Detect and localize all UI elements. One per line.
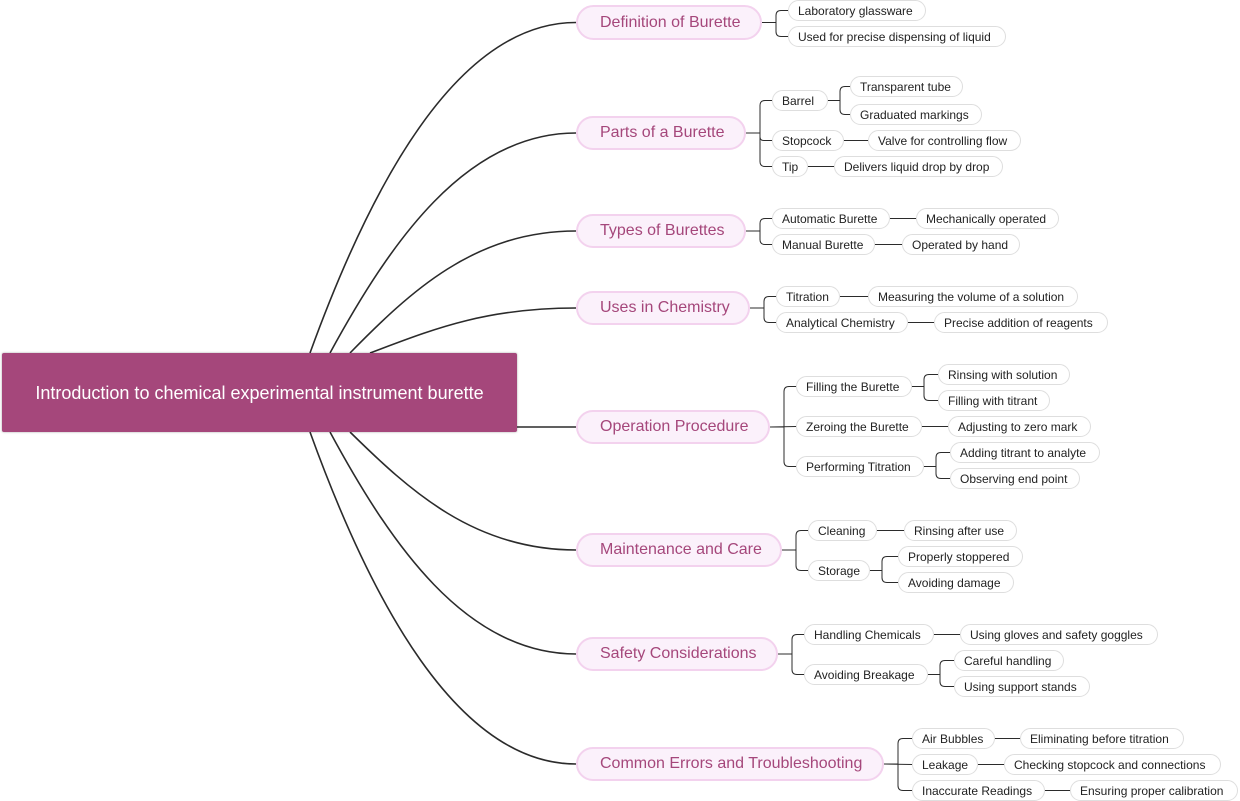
- subtopic-checking-stopcock[interactable]: Checking stopcock and connections: [1004, 754, 1221, 775]
- sub-link-1-0-1: [828, 100, 850, 115]
- sub-link-6-1-1: [928, 674, 954, 687]
- sub-link-4-2-1: [924, 466, 950, 479]
- topic-link-2-1: [746, 230, 772, 245]
- topic-link-5-0: [782, 530, 808, 551]
- subtopic-operated-by-hand[interactable]: Operated by hand: [902, 234, 1020, 255]
- root-link-3: [369, 307, 577, 354]
- subtopic-precise-addition[interactable]: Precise addition of reagents: [934, 312, 1108, 333]
- sub-link-1-0-0: [828, 86, 850, 101]
- subtopic-air-bubbles[interactable]: Air Bubbles: [912, 728, 995, 749]
- subtopic-manual-burette[interactable]: Manual Burette: [772, 234, 875, 255]
- sub-link-5-1-1: [870, 570, 898, 583]
- topic-link-1-2: [746, 132, 772, 167]
- topic-link-3-1: [750, 307, 776, 323]
- subtopic-avoiding-damage[interactable]: Avoiding damage: [898, 572, 1014, 593]
- topic-parts-of-a-burette[interactable]: Parts of a Burette: [576, 116, 746, 150]
- topic-operation-procedure[interactable]: Operation Procedure: [576, 410, 770, 444]
- root-link-0: [309, 21, 577, 354]
- subtopic-eliminating-before-titration[interactable]: Eliminating before titration: [1020, 728, 1184, 749]
- topic-link-7-2: [884, 763, 912, 791]
- topic-link-5-1: [782, 549, 808, 571]
- subtopic-filling-with-titrant[interactable]: Filling with titrant: [938, 390, 1050, 411]
- topic-common-errors[interactable]: Common Errors and Troubleshooting: [576, 747, 884, 781]
- root-link-7: [309, 431, 577, 765]
- topic-link-4-0: [770, 386, 796, 428]
- subtopic-cleaning[interactable]: Cleaning: [808, 520, 877, 541]
- topic-link-7-0: [884, 738, 912, 765]
- subtopic-transparent-tube[interactable]: Transparent tube: [850, 76, 963, 97]
- root-link-6: [329, 431, 577, 655]
- subtopic-avoiding-breakage[interactable]: Avoiding Breakage: [804, 664, 928, 685]
- subtopic-filling-the-burette[interactable]: Filling the Burette: [796, 376, 912, 397]
- topic-link-2-0: [746, 218, 772, 232]
- subtopic-delivers-liquid[interactable]: Delivers liquid drop by drop: [834, 156, 1003, 177]
- topic-uses-in-chemistry[interactable]: Uses in Chemistry: [576, 291, 750, 325]
- topic-safety-considerations[interactable]: Safety Considerations: [576, 637, 778, 671]
- subtopic-leakage[interactable]: Leakage: [912, 754, 978, 775]
- subtopic-properly-stoppered[interactable]: Properly stoppered: [898, 546, 1023, 567]
- subtopic-inaccurate-readings[interactable]: Inaccurate Readings: [912, 780, 1045, 801]
- subtopic-analytical-chemistry[interactable]: Analytical Chemistry: [776, 312, 908, 333]
- topic-link-4-2: [770, 426, 796, 467]
- sub-link-4-0-1: [912, 386, 938, 401]
- subtopic-laboratory-glassware[interactable]: Laboratory glassware: [788, 0, 926, 21]
- subtopic-graduated-markings[interactable]: Graduated markings: [850, 104, 982, 125]
- subtopic-storage[interactable]: Storage: [808, 560, 870, 581]
- topic-link-6-1: [778, 653, 804, 675]
- topic-link-1-0: [746, 100, 772, 134]
- subtopic-automatic-burette[interactable]: Automatic Burette: [772, 208, 890, 229]
- topic-types-of-burettes[interactable]: Types of Burettes: [576, 214, 746, 248]
- subtopic-performing-titration[interactable]: Performing Titration: [796, 456, 924, 477]
- topic-link-0-0: [762, 10, 788, 23]
- subtopic-titration[interactable]: Titration: [776, 286, 840, 307]
- subtopic-measuring-volume[interactable]: Measuring the volume of a solution: [868, 286, 1078, 307]
- subtopic-ensuring-calibration[interactable]: Ensuring proper calibration: [1070, 780, 1238, 801]
- subtopic-careful-handling[interactable]: Careful handling: [954, 650, 1064, 671]
- subtopic-precise-dispensing[interactable]: Used for precise dispensing of liquid: [788, 26, 1006, 47]
- subtopic-observing-end-point[interactable]: Observing end point: [950, 468, 1080, 489]
- topic-link-3-0: [750, 296, 776, 309]
- root-link-5: [349, 431, 577, 551]
- subtopic-rinsing-after-use[interactable]: Rinsing after use: [904, 520, 1017, 541]
- subtopic-adding-titrant[interactable]: Adding titrant to analyte: [950, 442, 1100, 463]
- sub-link-5-1-0: [870, 556, 898, 571]
- topic-definition-of-burette[interactable]: Definition of Burette: [576, 5, 762, 40]
- subtopic-adjusting-to-zero-mark[interactable]: Adjusting to zero mark: [948, 416, 1091, 437]
- subtopic-stopcock[interactable]: Stopcock: [772, 130, 844, 151]
- sub-link-4-2-0: [924, 452, 950, 467]
- root-link-1: [329, 132, 577, 354]
- subtopic-support-stands[interactable]: Using support stands: [954, 676, 1090, 697]
- subtopic-zeroing-the-burette[interactable]: Zeroing the Burette: [796, 416, 922, 437]
- topic-link-6-0: [778, 634, 804, 655]
- subtopic-handling-chemicals[interactable]: Handling Chemicals: [804, 624, 934, 645]
- root-link-2: [349, 230, 577, 354]
- sub-link-6-1-0: [928, 660, 954, 675]
- sub-link-4-0-0: [912, 374, 938, 387]
- topic-maintenance-and-care[interactable]: Maintenance and Care: [576, 533, 782, 567]
- subtopic-mechanically-operated[interactable]: Mechanically operated: [916, 208, 1059, 229]
- subtopic-valve-for-controlling-flow[interactable]: Valve for controlling flow: [868, 130, 1021, 151]
- subtopic-rinsing-with-solution[interactable]: Rinsing with solution: [938, 364, 1070, 385]
- root-topic[interactable]: Introduction to chemical experimental in…: [2, 353, 517, 432]
- subtopic-tip[interactable]: Tip: [772, 156, 808, 177]
- subtopic-barrel[interactable]: Barrel: [772, 90, 828, 111]
- subtopic-gloves-and-goggles[interactable]: Using gloves and safety goggles: [960, 624, 1158, 645]
- topic-link-1-1: [746, 132, 772, 141]
- topic-link-0-1: [762, 22, 788, 37]
